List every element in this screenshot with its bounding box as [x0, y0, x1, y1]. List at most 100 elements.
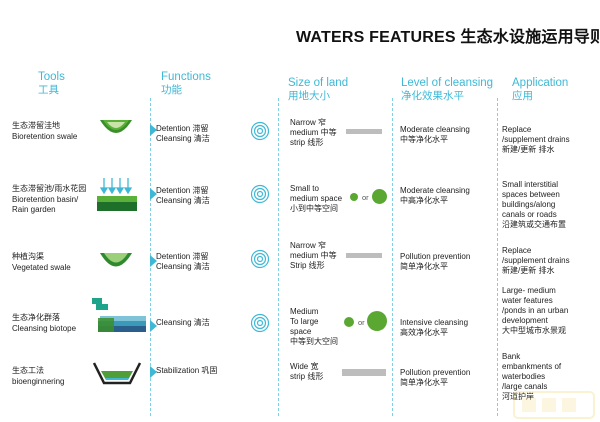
- level-label-en: Moderate cleansing: [400, 125, 470, 134]
- function-label: Cleansing 清洁: [156, 318, 210, 327]
- application-text: Small interstitial: [502, 180, 559, 189]
- application-text: 新建/更新 排水: [502, 145, 555, 154]
- tool-name-en: Vegetated swale: [12, 263, 71, 272]
- tool-name-en: Bioretention basin/: [12, 195, 79, 204]
- size-label: Wide 宽: [290, 362, 319, 371]
- column-separator: [497, 98, 498, 416]
- column-separator: [392, 98, 393, 416]
- level-label-en: Moderate cleansing: [400, 186, 470, 195]
- row-arrow-icon: [150, 124, 157, 136]
- application-text: buildings/along: [502, 200, 556, 209]
- header-tools-cn: 工具: [38, 84, 59, 96]
- application-text: spaces between: [502, 190, 560, 199]
- rain-garden-icon: [97, 178, 137, 211]
- bioretention-swale-icon: [100, 120, 132, 133]
- header-level-cn: 净化效果水平: [401, 90, 464, 102]
- application-text: /ponds in an urban: [502, 306, 569, 315]
- size-label: medium space: [290, 194, 343, 203]
- size-dot-medium: [344, 317, 354, 327]
- size-label: medium 中等: [290, 251, 337, 260]
- size-label: Narrow 窄: [290, 241, 327, 250]
- level-label-en: Pollution prevention: [400, 252, 471, 261]
- application-text: /large canals: [502, 382, 548, 391]
- size-label: To large: [290, 317, 319, 326]
- column-separator: [278, 98, 279, 416]
- application-text: canals or roads: [502, 210, 557, 219]
- level-label-cn: 中高净化水平: [400, 196, 448, 205]
- size-label: Strip 线形: [290, 261, 325, 270]
- row-arrow-icon: [150, 366, 157, 378]
- or-label: or: [362, 193, 369, 202]
- cleansing-spiral-icon: [250, 249, 270, 269]
- tool-name-cn: 生态滞留池/雨水花园: [12, 184, 87, 193]
- level-label-cn: 中等净化水平: [400, 135, 448, 144]
- header-functions: Functions 功能: [161, 71, 211, 97]
- vegetated-swale-icon: [100, 253, 132, 267]
- size-label: 小到中等空间: [290, 204, 338, 213]
- tool-name-en: Cleansing biotope: [12, 324, 77, 333]
- size-label: strip 线形: [290, 138, 324, 147]
- application-text: development: [502, 316, 548, 325]
- size-label: Narrow 窄: [290, 118, 327, 127]
- header-functions-en: Functions: [161, 71, 211, 83]
- header-level-en: Level of cleansing: [401, 77, 494, 89]
- level-label-en: Intensive cleansing: [400, 318, 469, 327]
- size-label: Medium: [290, 307, 319, 316]
- header-application-en: Application: [512, 77, 569, 89]
- application-text: /supplement drains: [502, 135, 570, 144]
- application-text: 河道护岸: [502, 392, 534, 401]
- size-bar-wide: [342, 369, 386, 376]
- tool-name-cn: 生态净化群落: [12, 313, 60, 322]
- size-dot-medium: [372, 189, 387, 204]
- application-text: Replace: [502, 125, 532, 134]
- bioengineering-icon: [92, 362, 142, 385]
- header-size-en: Size of land: [288, 77, 349, 89]
- application-text: water features: [502, 296, 553, 305]
- application-text: /supplement drains: [502, 256, 570, 265]
- size-label: space: [290, 327, 312, 336]
- header-size: Size of land 用地大小: [288, 77, 348, 103]
- function-label: Cleansing 清洁: [156, 134, 210, 143]
- page-title: WATERS FEATURES 生态水设施运用导则: [296, 29, 600, 46]
- cleansing-spiral-icon: [250, 184, 270, 204]
- header-application: Application 应用: [512, 77, 568, 103]
- header-tools: Tools 工具: [38, 71, 65, 97]
- tool-name-cn: 生态工法: [12, 366, 44, 375]
- application-text: Replace: [502, 246, 532, 255]
- tool-name-cn: 种植沟渠: [12, 252, 44, 261]
- or-label: or: [358, 318, 365, 327]
- header-functions-cn: 功能: [161, 84, 182, 96]
- function-label: Cleansing 清洁: [156, 196, 210, 205]
- row-arrow-icon: [150, 320, 157, 332]
- size-dot-small: [350, 193, 358, 201]
- header-size-cn: 用地大小: [288, 90, 330, 102]
- header-application-cn: 应用: [512, 90, 533, 102]
- size-label: medium 中等: [290, 128, 337, 137]
- watermark-logo: [513, 391, 595, 419]
- application-text: Bank: [502, 352, 521, 361]
- tool-name-en: Bioretention swale: [12, 132, 78, 141]
- application-text: 新建/更新 排水: [502, 266, 555, 275]
- application-text: waterbodies: [502, 372, 546, 381]
- level-label-cn: 简单净化水平: [400, 262, 448, 271]
- level-label-cn: 简单净化水平: [400, 378, 448, 387]
- level-label-cn: 高效净化水平: [400, 328, 448, 337]
- size-bar: [346, 253, 382, 258]
- application-text: 大中型城市水景观: [502, 326, 566, 335]
- cleansing-spiral-icon: [250, 121, 270, 141]
- function-label: Detention 滞留: [156, 252, 209, 261]
- row-arrow-icon: [150, 188, 157, 200]
- header-tools-en: Tools: [38, 71, 65, 83]
- tool-name-en: bioenginnering: [12, 377, 65, 386]
- size-bar: [346, 129, 382, 134]
- cleansing-spiral-icon: [250, 313, 270, 333]
- size-dot-large: [367, 311, 387, 331]
- cleansing-biotope-icon: [92, 298, 146, 332]
- size-label: strip 线形: [290, 372, 324, 381]
- header-level: Level of cleansing 净化效果水平: [401, 77, 493, 103]
- function-label: Detention 滞留: [156, 186, 209, 195]
- function-label: Detention 滞留: [156, 124, 209, 133]
- function-label: Cleansing 清洁: [156, 262, 210, 271]
- size-label: 中等到大空间: [290, 337, 338, 346]
- tool-name-cn: 生态滞留洼地: [12, 121, 60, 130]
